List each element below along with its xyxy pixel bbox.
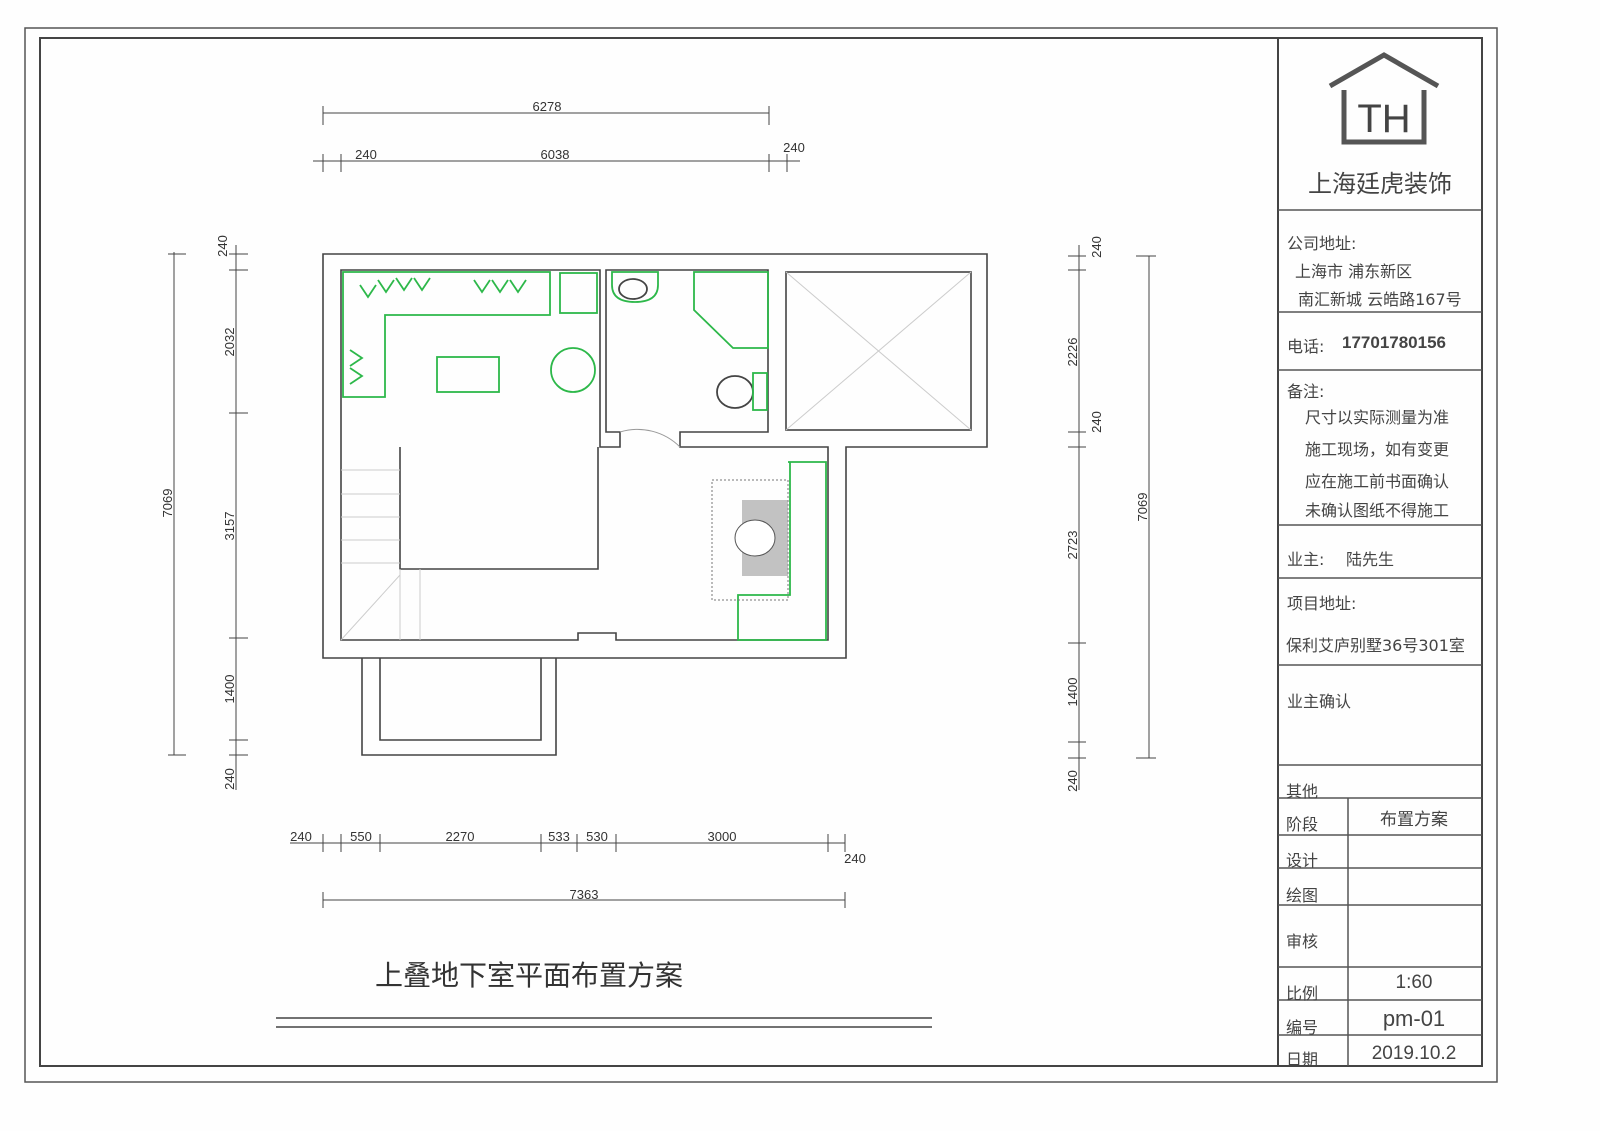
stage-value: 布置方案 xyxy=(1380,810,1448,829)
svg-text:7363: 7363 xyxy=(570,887,599,902)
svg-text:2723: 2723 xyxy=(1065,531,1080,560)
rug xyxy=(711,479,789,601)
company-logo: TH xyxy=(1328,52,1440,145)
design-label: 设计 xyxy=(1286,851,1319,870)
svg-text:TH: TH xyxy=(1357,97,1410,141)
stage-label: 阶段 xyxy=(1286,815,1319,834)
address-label: 公司地址: xyxy=(1287,234,1357,253)
phone-number: 17701780156 xyxy=(1342,333,1447,352)
svg-text:1400: 1400 xyxy=(222,675,237,704)
side-cabinet xyxy=(559,272,598,314)
svg-text:7069: 7069 xyxy=(160,489,175,518)
svg-text:1400: 1400 xyxy=(1065,678,1080,707)
other-label: 其他 xyxy=(1286,782,1319,801)
dimension-lines xyxy=(168,106,1156,908)
svg-text:3157: 3157 xyxy=(222,512,237,541)
svg-text:240: 240 xyxy=(290,829,312,844)
svg-text:240: 240 xyxy=(1065,770,1080,792)
sink xyxy=(611,271,659,303)
svg-text:240: 240 xyxy=(1089,236,1104,258)
owner-name: 陆先生 xyxy=(1346,550,1395,569)
svg-text:240: 240 xyxy=(1089,411,1104,433)
svg-text:2270: 2270 xyxy=(446,829,475,844)
svg-text:240: 240 xyxy=(783,140,805,155)
svg-text:240: 240 xyxy=(844,851,866,866)
phone-label: 电话: xyxy=(1287,337,1325,356)
svg-text:533: 533 xyxy=(548,829,570,844)
outer-border xyxy=(24,27,1498,1083)
owner-confirm-label: 业主确认 xyxy=(1287,692,1352,711)
scale-value: 1:60 xyxy=(1395,972,1433,993)
svg-text:7069: 7069 xyxy=(1135,493,1150,522)
project-address-label: 项目地址: xyxy=(1287,594,1357,613)
project-address: 保利艾庐别墅36号301室 xyxy=(1286,636,1465,655)
dimension-labels: 6278 240 6038 240 7069 240 2032 3157 140… xyxy=(160,99,1150,902)
sectional-sofa xyxy=(342,271,551,398)
walls xyxy=(322,253,988,756)
svg-text:240: 240 xyxy=(355,147,377,162)
svg-text:6038: 6038 xyxy=(541,147,570,162)
svg-text:240: 240 xyxy=(222,768,237,790)
svg-text:3000: 3000 xyxy=(708,829,737,844)
svg-text:530: 530 xyxy=(586,829,608,844)
drawing-title: 上叠地下室平面布置方案 xyxy=(375,959,683,992)
owner-label: 业主: xyxy=(1287,550,1325,569)
number-label: 编号 xyxy=(1286,1018,1319,1037)
coffee-table xyxy=(436,356,500,393)
void-cross xyxy=(340,271,972,641)
inner-border xyxy=(39,37,1483,1067)
svg-text:2032: 2032 xyxy=(222,328,237,357)
review-label: 审核 xyxy=(1286,932,1319,951)
svg-text:6278: 6278 xyxy=(533,99,562,114)
address-line1: 上海市 浦东新区 xyxy=(1295,262,1413,281)
note-line: 尺寸以实际测量为准 xyxy=(1305,408,1450,427)
furniture xyxy=(342,271,827,641)
door-swing xyxy=(619,428,681,448)
svg-text:550: 550 xyxy=(350,829,372,844)
drawing-number: pm-01 xyxy=(1382,1006,1446,1031)
armchair xyxy=(550,347,596,393)
company-name: 上海廷虎装饰 xyxy=(1308,170,1452,198)
date-label: 日期 xyxy=(1286,1050,1319,1069)
note-line: 施工现场，如有变更 xyxy=(1305,440,1450,459)
notes-label: 备注: xyxy=(1287,382,1325,401)
bedroom-sofa xyxy=(737,461,827,641)
date-value: 2019.10.2 xyxy=(1371,1043,1457,1064)
shower xyxy=(693,271,769,349)
note-line: 未确认图纸不得施工 xyxy=(1305,501,1450,520)
address-line2: 南汇新城 云皓路167号 xyxy=(1298,290,1462,309)
drawing-label: 绘图 xyxy=(1286,886,1319,905)
title-block-grid xyxy=(1278,209,1482,1066)
scale-label: 比例 xyxy=(1286,984,1319,1003)
note-line: 应在施工前书面确认 xyxy=(1305,472,1450,491)
toilet xyxy=(716,375,754,409)
svg-text:2226: 2226 xyxy=(1065,338,1080,367)
svg-text:240: 240 xyxy=(215,235,230,257)
